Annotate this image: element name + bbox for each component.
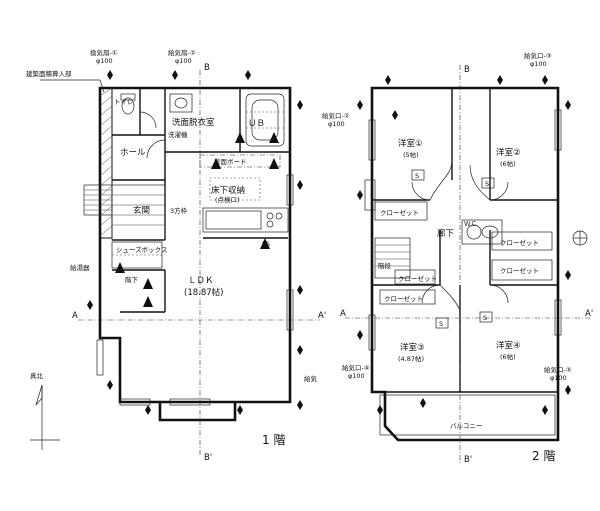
shelf-mark-1: S bbox=[415, 172, 419, 180]
section-a-1f: A bbox=[72, 311, 78, 321]
storage-note: (点検口) bbox=[215, 195, 240, 204]
section-a-2f: A bbox=[340, 309, 346, 319]
shoebox-label: シューズボックス bbox=[116, 245, 167, 254]
north-label: 真北 bbox=[30, 371, 44, 380]
closet-a-label: クローゼット bbox=[380, 208, 419, 217]
closet-d-label: クローゼット bbox=[398, 274, 437, 283]
north-arrow-icon bbox=[30, 384, 60, 450]
room2-label: 洋室② bbox=[496, 147, 521, 158]
section-a2-1f: A' bbox=[318, 311, 326, 321]
vent-supply2-size: φ100 bbox=[328, 120, 345, 128]
room4-label: 洋室④ bbox=[496, 340, 521, 351]
section-b2-2f: B' bbox=[464, 455, 472, 465]
area-note: 建築面積算入部 bbox=[26, 69, 72, 78]
wash-machine-label: 洗濯機 bbox=[168, 130, 188, 139]
vent-supply4-size: φ100 bbox=[348, 372, 365, 380]
closet-c-label: クローゼット bbox=[500, 266, 539, 275]
vent-supply2-label: 給気口-② bbox=[322, 111, 350, 120]
room3-label: 洋室③ bbox=[400, 342, 425, 353]
vent-exhaust1-size: φ100 bbox=[96, 57, 113, 65]
storage-label: 床下収納 bbox=[211, 185, 245, 196]
room4-size: (6帖) bbox=[500, 352, 516, 361]
ldk-size: (18.87帖) bbox=[184, 287, 223, 298]
ps-label: PS bbox=[262, 240, 270, 248]
hanger-label: 背面ボード bbox=[214, 157, 247, 166]
vent-exhaust1-label: 換気扇-① bbox=[90, 48, 118, 57]
shelf-mark-3: S bbox=[439, 320, 443, 328]
section-b-1f: B bbox=[204, 63, 210, 73]
stair-label: 階段 bbox=[378, 261, 392, 270]
balcony-label: バルコニー bbox=[450, 422, 482, 430]
floor2-plan: 洋室① (5帖) 洋室② (6帖) 洋室③ (4.87帖) 洋室④ (6帖) 廊… bbox=[322, 51, 593, 465]
frame-label: 3方枠 bbox=[170, 206, 188, 215]
room3-size: (4.87帖) bbox=[398, 354, 424, 363]
bath-label: ＵＢ bbox=[248, 119, 265, 129]
closet-b-label: クローゼット bbox=[500, 238, 539, 247]
floor1-label: 1 階 bbox=[262, 432, 285, 447]
ldk-label: ＬＤＫ bbox=[188, 276, 214, 286]
vent-exhaust2-size: φ100 bbox=[175, 57, 192, 65]
vent-supply5-size: φ100 bbox=[550, 374, 567, 382]
shelf-mark-2: S bbox=[485, 180, 489, 188]
section-a2-2f: A' bbox=[585, 309, 593, 319]
floor2-label: 2 階 bbox=[532, 448, 555, 463]
stair-store-label: 階下 bbox=[125, 275, 139, 284]
section-b2-1f: B' bbox=[204, 453, 212, 463]
toilet-label: トイレ bbox=[114, 98, 134, 106]
corridor-label: 廊下 bbox=[437, 228, 455, 239]
room1-size: (5帖) bbox=[403, 150, 419, 159]
section-b-2f: B bbox=[464, 65, 470, 75]
vent-supply3-size: φ100 bbox=[530, 60, 547, 68]
water-heater-label: 給湯器 bbox=[70, 263, 90, 272]
vent-supply3-label: 給気口-③ bbox=[524, 51, 552, 60]
vent-supply4-label: 給気口-④ bbox=[342, 363, 370, 372]
floor1-plan: トイレ 洗面脱衣室 ＵＢ ホール 玄関 床下収納 (点検口) 3方枠 ＬＤＫ (… bbox=[26, 48, 326, 463]
room1-label: 洋室① bbox=[398, 138, 423, 149]
washroom-label: 洗面脱衣室 bbox=[172, 117, 215, 128]
room2-size: (6帖) bbox=[500, 159, 516, 168]
vent-exhaust2-label: 給気扇-② bbox=[168, 48, 196, 57]
hall-label: ホール bbox=[120, 148, 146, 158]
vent-supply-side-label: 給気 bbox=[304, 374, 318, 383]
wc-label: ＷＣ bbox=[464, 220, 477, 228]
entrance-label: 玄関 bbox=[133, 205, 150, 216]
closet-e-label: クローゼット bbox=[384, 294, 423, 303]
vent-supply5-label: 給気口-⑤ bbox=[544, 365, 572, 374]
shelf-mark-4: S bbox=[483, 314, 487, 322]
